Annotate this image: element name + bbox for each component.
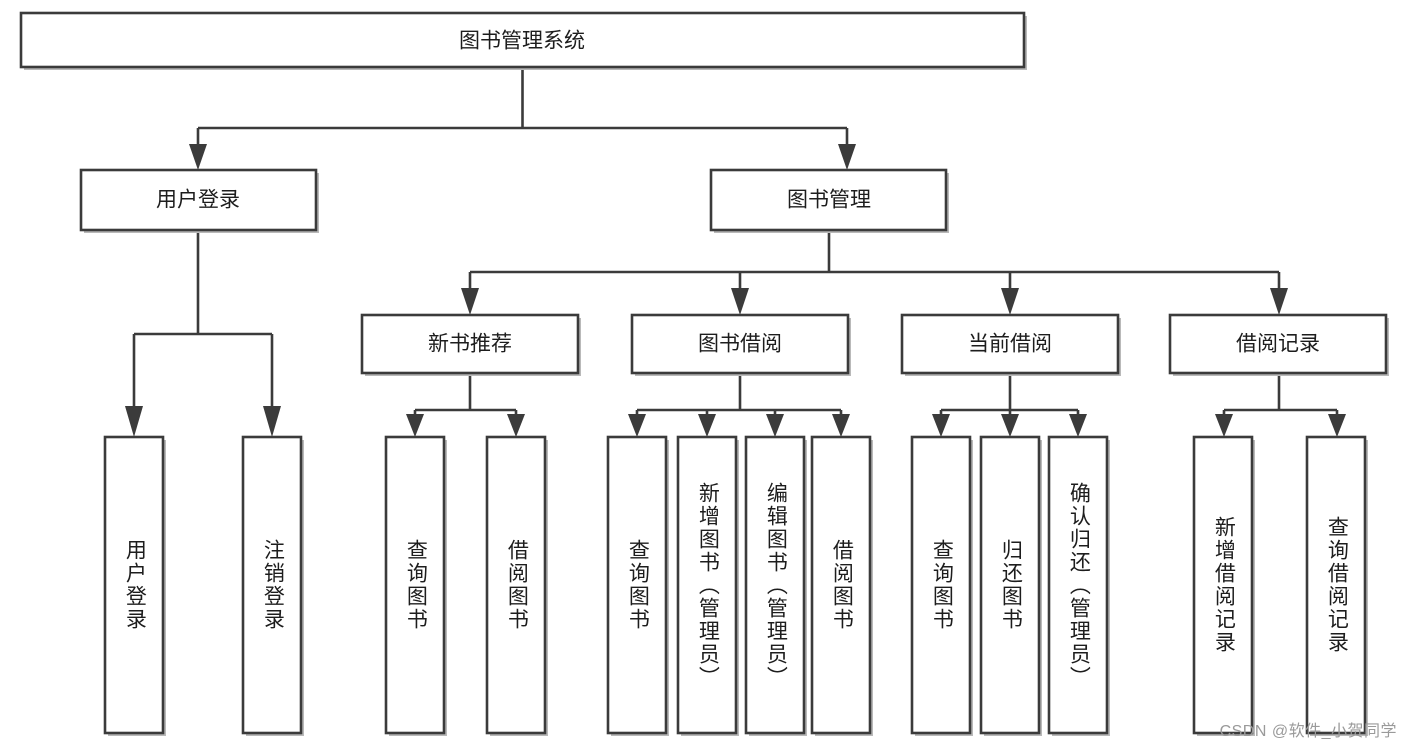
node-user-login-box[interactable] <box>79 168 318 232</box>
node-leaf-add-book[interactable] <box>676 435 739 736</box>
node-leaf-borrow-book-1[interactable] <box>485 435 548 736</box>
node-leaf-borrow-book-2-box[interactable] <box>810 435 872 735</box>
node-current-borrow-label: 当前借阅 <box>968 333 1052 356</box>
node-leaf-user-login-box[interactable] <box>103 435 165 735</box>
node-current-borrow[interactable]: 当前借阅 <box>900 313 1121 376</box>
arrow-head-leaf-query-record <box>1328 414 1346 437</box>
node-book-borrow-box[interactable] <box>630 313 850 375</box>
node-leaf-borrow-book-2[interactable] <box>810 435 873 736</box>
connector-group-current-borrow <box>932 375 1087 437</box>
node-book-manage-label: 图书管理 <box>787 189 871 212</box>
arrow-head-leaf-edit-book <box>766 414 784 437</box>
node-leaf-edit-book[interactable] <box>744 435 807 736</box>
node-leaf-query-book-1[interactable] <box>384 435 447 736</box>
node-leaf-add-record[interactable] <box>1192 435 1255 736</box>
node-leaf-query-record-box[interactable] <box>1305 435 1367 735</box>
arrow-head-leaf-user-login <box>125 406 143 437</box>
arrow-head-borrow-record <box>1270 288 1288 315</box>
node-book-manage-box[interactable] <box>709 168 948 232</box>
arrow-head-leaf-borrow-book-1 <box>507 414 525 437</box>
node-new-book-recommend[interactable]: 新书推荐 <box>360 313 581 376</box>
node-user-login[interactable]: 用户登录 <box>79 168 319 233</box>
connector-group-borrow-record <box>1215 375 1346 437</box>
node-leaf-query-book-3[interactable] <box>910 435 973 736</box>
node-leaf-user-login[interactable] <box>103 435 166 736</box>
node-root-label: 图书管理系统 <box>459 30 585 53</box>
node-leaf-confirm-return[interactable] <box>1047 435 1110 736</box>
node-leaf-query-book-2-box[interactable] <box>606 435 668 735</box>
node-leaf-return-book-box[interactable] <box>979 435 1041 735</box>
node-leaf-query-book-3-box[interactable] <box>910 435 972 735</box>
node-leaf-borrow-book-1-box[interactable] <box>485 435 547 735</box>
watermark-text: CSDN @软件_小贺同学 <box>1219 723 1397 740</box>
node-leaf-return-book[interactable] <box>979 435 1042 736</box>
node-book-manage[interactable]: 图书管理 <box>709 168 949 233</box>
arrow-head-leaf-query-book-1 <box>406 414 424 437</box>
node-leaf-add-record-box[interactable] <box>1192 435 1254 735</box>
node-book-borrow[interactable]: 图书借阅 <box>630 313 851 376</box>
node-user-login-label: 用户登录 <box>156 189 240 212</box>
arrow-head-user-login <box>189 144 207 170</box>
node-leaf-edit-book-box[interactable] <box>744 435 806 735</box>
arrow-head-leaf-add-book <box>698 414 716 437</box>
node-borrow-record[interactable]: 借阅记录 <box>1168 313 1389 376</box>
node-leaf-query-record[interactable] <box>1305 435 1368 736</box>
node-leaf-add-book-box[interactable] <box>676 435 738 735</box>
node-leaf-logout[interactable] <box>241 435 304 736</box>
node-leaf-query-book-2[interactable] <box>606 435 669 736</box>
arrow-head-leaf-confirm-return <box>1069 414 1087 437</box>
connector-group-book-borrow <box>628 375 850 437</box>
node-new-book-recommend-label: 新书推荐 <box>428 333 512 356</box>
node-leaf-query-book-1-box[interactable] <box>384 435 446 735</box>
arrow-head-new-book <box>461 288 479 315</box>
node-root-box[interactable] <box>19 11 1026 69</box>
node-borrow-record-label: 借阅记录 <box>1236 333 1320 356</box>
arrow-head-current-borrow <box>1001 288 1019 315</box>
arrow-head-leaf-add-record <box>1215 414 1233 437</box>
arrow-head-leaf-query-book-2 <box>628 414 646 437</box>
node-leaf-confirm-return-box[interactable] <box>1047 435 1109 735</box>
node-new-book-recommend-box[interactable] <box>360 313 580 375</box>
connector-group-root <box>189 68 856 170</box>
node-book-borrow-label: 图书借阅 <box>698 333 782 356</box>
node-leaf-logout-box[interactable] <box>241 435 303 735</box>
arrow-head-leaf-query-book-3 <box>932 414 950 437</box>
connector-group-user-login <box>125 232 281 437</box>
node-root[interactable]: 图书管理系统 <box>19 11 1027 70</box>
node-current-borrow-box[interactable] <box>900 313 1120 375</box>
arrow-head-book-borrow <box>731 288 749 315</box>
connector-group-book-manage <box>461 232 1288 315</box>
arrow-head-leaf-return-book <box>1001 414 1019 437</box>
arrow-head-leaf-borrow-book-2 <box>832 414 850 437</box>
connector-group-new-book <box>406 375 525 437</box>
node-borrow-record-box[interactable] <box>1168 313 1388 375</box>
arrow-head-book-manage <box>838 144 856 170</box>
arrow-head-leaf-logout <box>263 406 281 437</box>
